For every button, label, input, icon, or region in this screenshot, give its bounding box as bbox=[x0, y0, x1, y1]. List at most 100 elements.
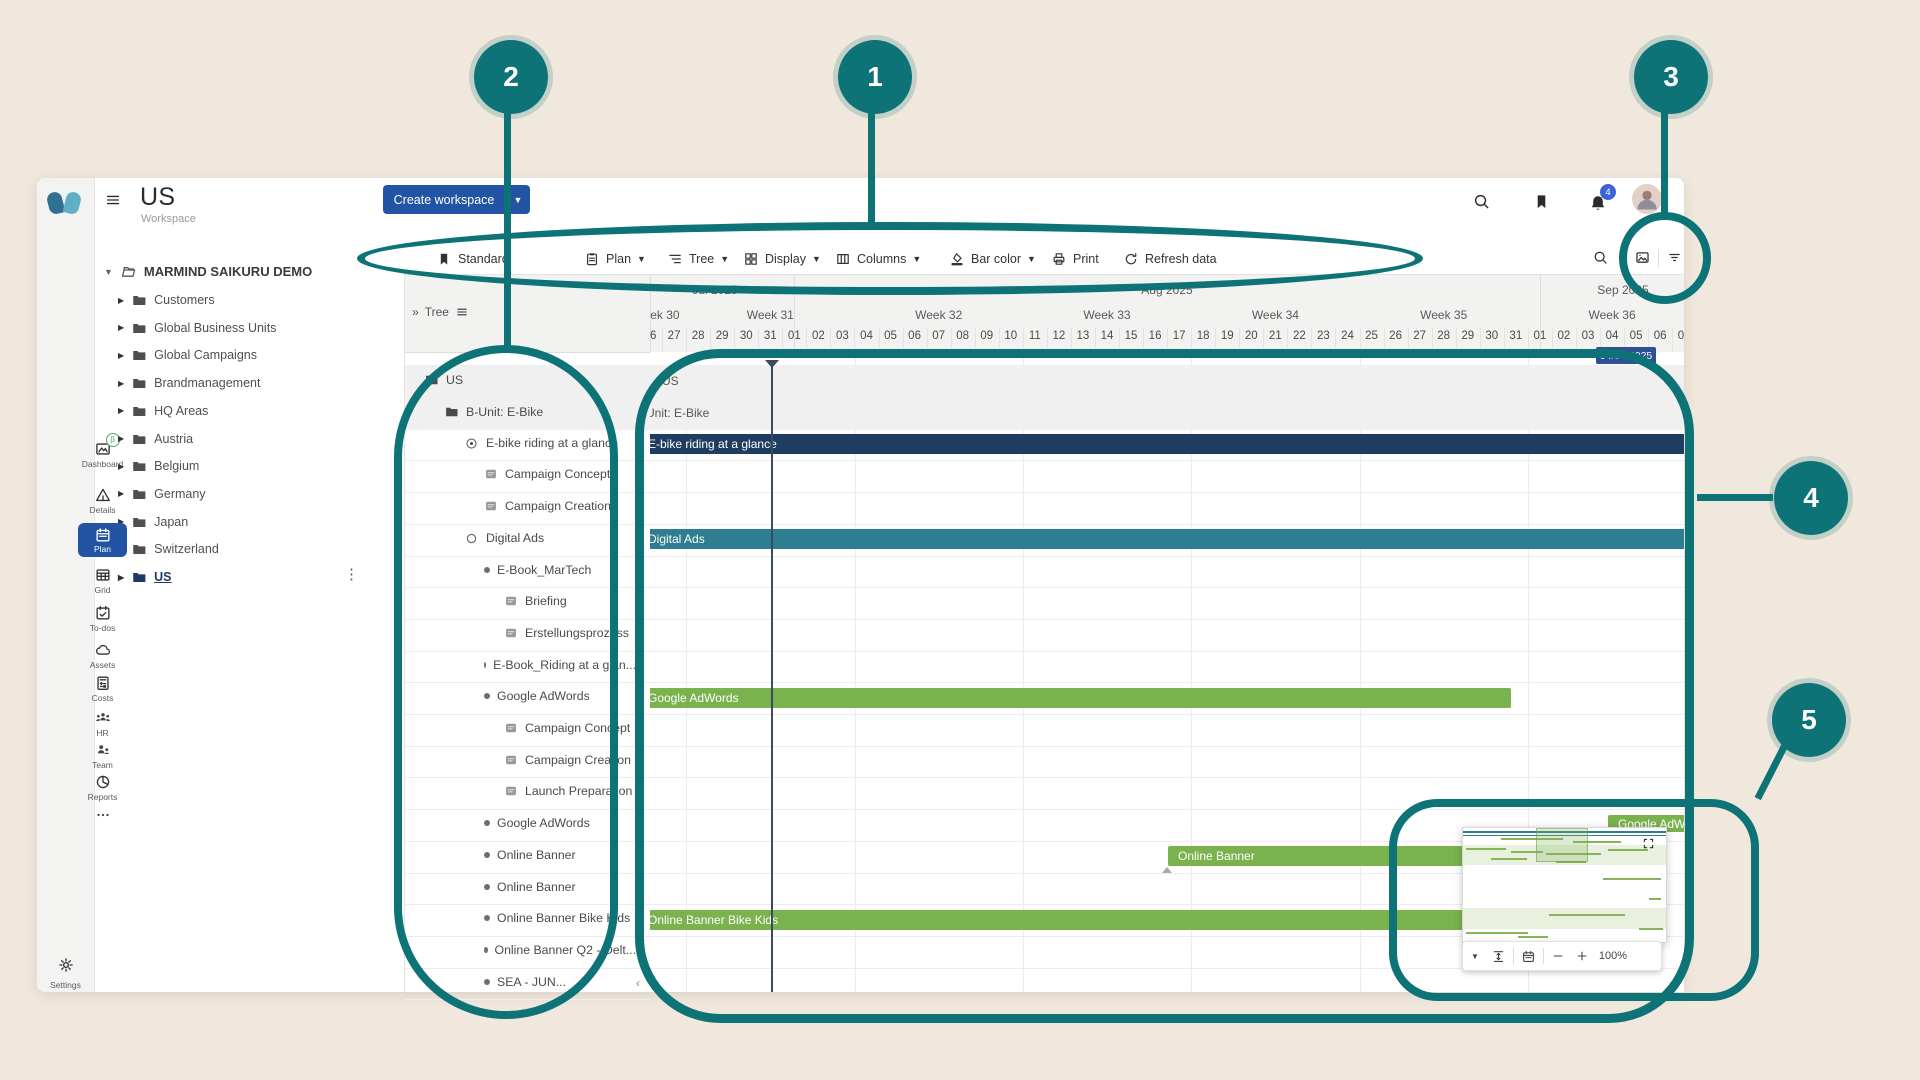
sidebar-item-more[interactable] bbox=[74, 806, 131, 824]
sidebar-item-costs[interactable]: Costs bbox=[74, 674, 131, 703]
workspace-tree-root[interactable]: ▼ MARMIND SAIKURU DEMO bbox=[104, 263, 312, 280]
create-workspace-dropdown[interactable]: ▼ bbox=[505, 185, 530, 214]
caret-right-icon[interactable]: ▶ bbox=[118, 323, 125, 333]
sidebar-item-settings[interactable]: Settings bbox=[37, 956, 94, 990]
gantt-tree-item[interactable]: Erstellungsprozess bbox=[504, 626, 629, 640]
gantt-tree-item-label: Online Banner bbox=[497, 847, 576, 862]
minimap-viewport[interactable] bbox=[1536, 828, 1588, 862]
folder-item-global-campaigns[interactable]: ▶ Global Campaigns bbox=[118, 347, 257, 363]
sidebar-item-details[interactable]: Details bbox=[74, 486, 131, 515]
tree-panel-header[interactable]: » Tree bbox=[412, 305, 469, 319]
folder-item-austria[interactable]: ▶ Austria bbox=[118, 431, 193, 447]
chevron-down-icon[interactable]: ▼ bbox=[1471, 951, 1479, 961]
sidebar-item-team[interactable]: Team bbox=[74, 741, 131, 770]
gantt-bar[interactable]: Online Banner Bike Kids bbox=[650, 910, 1665, 930]
link-chevron-icon[interactable]: › bbox=[636, 658, 640, 673]
bookmark-icon[interactable] bbox=[1532, 192, 1551, 211]
export-image-icon[interactable] bbox=[1634, 249, 1651, 266]
sidebar-item-assets[interactable]: Assets bbox=[74, 641, 131, 670]
caret-right-icon[interactable]: ▶ bbox=[118, 406, 125, 416]
gantt-tree-item[interactable]: SEA - JUN... bbox=[484, 975, 566, 989]
sidebar-item-hr[interactable]: HR bbox=[74, 709, 131, 738]
caret-right-icon[interactable]: ▶ bbox=[118, 489, 125, 499]
gantt-tree-item[interactable]: Google AdWords bbox=[484, 816, 590, 830]
caret-right-icon[interactable]: ▶ bbox=[118, 434, 125, 443]
sidebar-item-plan[interactable]: Plan bbox=[78, 523, 127, 557]
gantt-tree-item[interactable]: Campaign Creation bbox=[484, 499, 611, 513]
folder-item-customers[interactable]: ▶ Customers bbox=[118, 292, 215, 308]
filter-icon[interactable] bbox=[1666, 249, 1683, 266]
zoom-in-icon[interactable] bbox=[1575, 949, 1589, 963]
minimap-popup[interactable] bbox=[1462, 827, 1667, 943]
link-chevron-icon[interactable]: ‹ bbox=[636, 943, 640, 958]
gantt-tree-item[interactable]: E-Book_Riding at a glan... bbox=[484, 658, 636, 672]
caret-down-icon[interactable]: ▼ bbox=[104, 266, 113, 277]
caret-right-icon[interactable]: ▶ bbox=[118, 378, 125, 388]
gantt-tree-item[interactable]: Launch Preparation bbox=[504, 784, 632, 798]
folder-item-germany[interactable]: ▶ Germany bbox=[118, 486, 206, 502]
collapse-icon[interactable]: » bbox=[412, 305, 419, 319]
calendar-icon[interactable] bbox=[1521, 949, 1536, 964]
gantt-tree-item[interactable]: B-Unit: E-Bike bbox=[444, 404, 543, 419]
folder-item-switzerland[interactable]: ▶ Switzerland bbox=[118, 541, 219, 557]
kebab-menu-icon[interactable]: ⋮ bbox=[344, 566, 359, 583]
gantt-tree-item[interactable]: Campaign Creation bbox=[504, 753, 631, 767]
folder-item-hq-areas[interactable]: ▶ HQ Areas bbox=[118, 403, 208, 419]
folder-item-brandmanagement[interactable]: ▶ Brandmanagement bbox=[118, 375, 260, 391]
gantt-tree-item[interactable]: Campaign Concept bbox=[504, 721, 630, 735]
zoom-out-icon[interactable] bbox=[1551, 949, 1565, 963]
link-chevron-icon[interactable]: ‹ bbox=[636, 975, 640, 990]
sidebar-item-dashboard[interactable]: β Dashboard bbox=[74, 433, 131, 469]
toolbar-button-columns[interactable]: Columns ▼ bbox=[835, 246, 921, 272]
user-avatar[interactable] bbox=[1632, 184, 1662, 214]
folder-item-japan[interactable]: ▶ Japan bbox=[118, 514, 188, 530]
toolbar-button-print[interactable]: Print bbox=[1051, 246, 1099, 272]
gantt-bar[interactable]: Google AdWords bbox=[650, 688, 1511, 708]
folder-item-us[interactable]: ▶ US bbox=[118, 569, 172, 585]
gantt-tree-item[interactable]: Google AdWords bbox=[484, 689, 590, 703]
caret-right-icon[interactable]: ▶ bbox=[118, 350, 125, 360]
gantt-tree-item[interactable]: Campaign Concept bbox=[484, 467, 610, 481]
create-workspace-button[interactable]: Create workspace bbox=[383, 185, 505, 214]
toolbar-button-refresh-data[interactable]: Refresh data bbox=[1123, 246, 1217, 272]
gantt-tree-item[interactable]: Online Banner bbox=[484, 880, 576, 894]
notifications-bell-icon[interactable] bbox=[1588, 193, 1608, 213]
gantt-tree-item[interactable]: Online Banner bbox=[484, 848, 576, 862]
gantt-bar[interactable]: Digital Ads bbox=[650, 529, 1684, 549]
sidebar-item-grid[interactable]: Grid bbox=[74, 566, 131, 595]
caret-right-icon[interactable]: ▶ bbox=[118, 295, 125, 305]
hamburger-menu-button[interactable] bbox=[104, 191, 122, 207]
search-icon[interactable] bbox=[1472, 192, 1491, 211]
gantt-tree-item[interactable]: Online Banner Bike Kids bbox=[484, 911, 630, 925]
expand-icon[interactable] bbox=[1641, 836, 1656, 851]
sidebar-item-reports[interactable]: Reports bbox=[74, 773, 131, 802]
gantt-tree-item[interactable]: Digital Ads bbox=[464, 531, 544, 546]
caret-right-icon[interactable]: ▶ bbox=[118, 517, 125, 527]
plan-search-icon[interactable] bbox=[1592, 249, 1609, 266]
fit-height-icon[interactable] bbox=[1491, 949, 1506, 964]
gantt-tree-item[interactable]: Online Banner Q2 - Delt... bbox=[484, 943, 636, 957]
toolbar-button-plan[interactable]: Plan ▼ bbox=[584, 246, 646, 272]
link-chevron-icon[interactable]: ‹ bbox=[636, 880, 640, 895]
gantt-tree-item[interactable]: Briefing bbox=[504, 594, 567, 608]
row-divider bbox=[405, 650, 650, 652]
annotation-circle-5: 5 bbox=[1772, 683, 1846, 757]
view-preset-button[interactable]: Standard bbox=[436, 246, 509, 272]
gantt-bar[interactable]: E-bike riding at a glance bbox=[650, 434, 1684, 454]
folder-item-belgium[interactable]: ▶ Belgium bbox=[118, 458, 199, 474]
gantt-tree-item[interactable]: E-Book_MarTech bbox=[484, 563, 591, 577]
link-chevron-icon[interactable]: › bbox=[636, 563, 640, 578]
toolbar-button-display[interactable]: Display ▼ bbox=[743, 246, 821, 272]
gantt-tree-item[interactable]: E-bike riding at a glance bbox=[464, 436, 618, 451]
caret-right-icon[interactable]: ▶ bbox=[118, 572, 125, 582]
timeline-day-label: 28 bbox=[1437, 330, 1451, 342]
gantt-tree-item[interactable]: US bbox=[424, 372, 463, 387]
toolbar-button-bar-color[interactable]: Bar color ▼ bbox=[949, 246, 1036, 272]
folder-item-global-business-units[interactable]: ▶ Global Business Units bbox=[118, 320, 276, 336]
caret-right-icon[interactable]: ▶ bbox=[118, 461, 125, 471]
tree-menu-icon[interactable] bbox=[455, 305, 469, 319]
toolbar-button-tree[interactable]: Tree ▼ bbox=[667, 246, 729, 272]
sidebar-item-to-dos[interactable]: To-dos bbox=[74, 604, 131, 633]
